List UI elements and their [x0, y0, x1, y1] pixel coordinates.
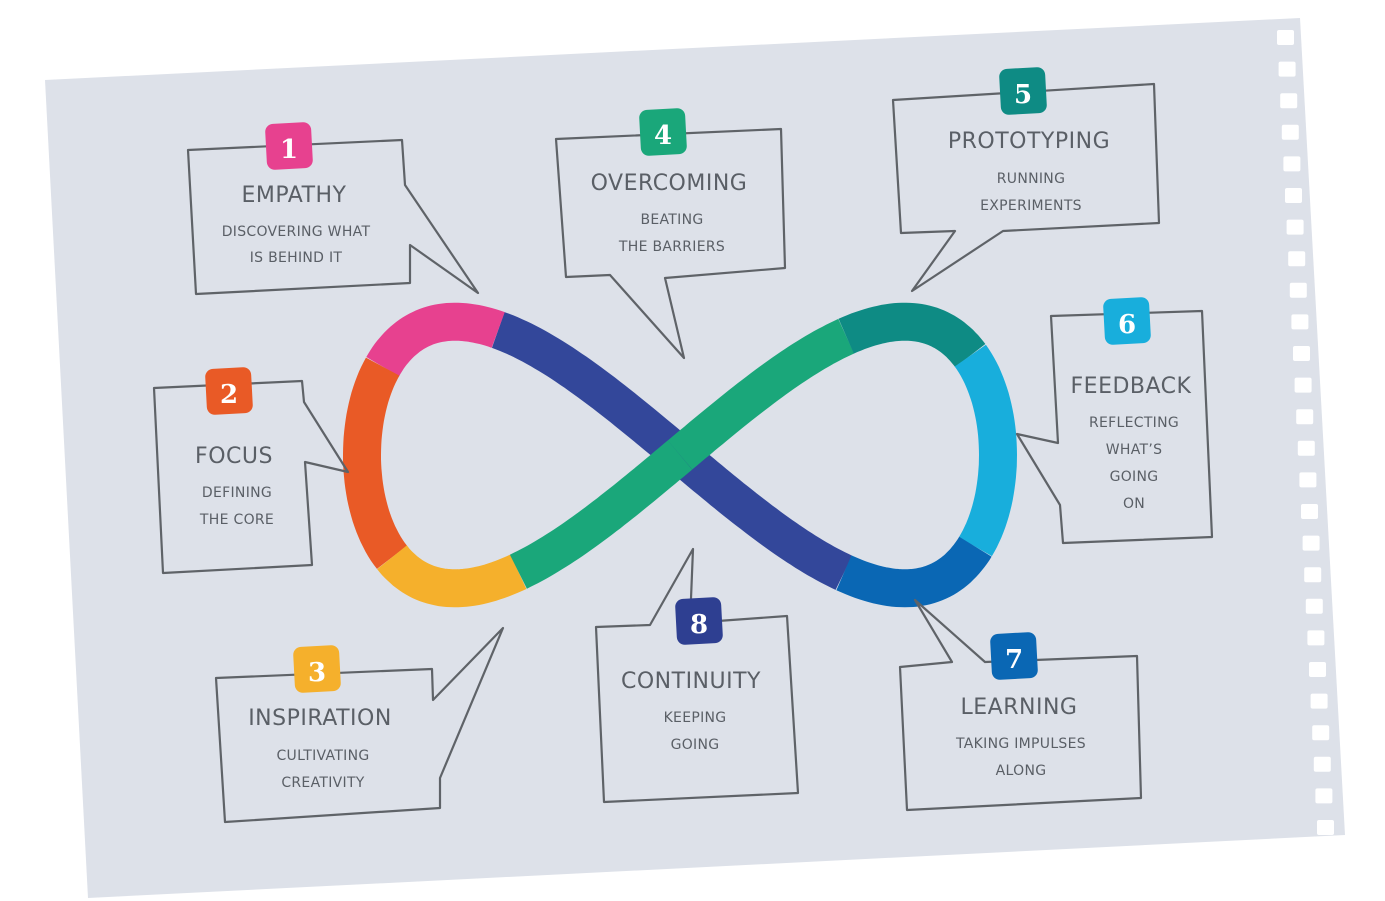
step-line: KEEPING	[664, 710, 727, 726]
perforation-hole	[1305, 598, 1323, 614]
perforation-hole	[1304, 567, 1322, 583]
badge-number: 3	[308, 658, 326, 688]
bubble-empathy	[186, 138, 480, 296]
step-title: EMPATHY	[241, 183, 346, 208]
perforation-hole	[1317, 820, 1334, 835]
step-line: DISCOVERING WHAT	[222, 224, 371, 240]
perforation-hole	[1296, 409, 1314, 425]
step-line: THE BARRIERS	[618, 239, 725, 255]
step-line: WHAT’S	[1106, 442, 1163, 458]
perforation-hole	[1288, 251, 1306, 267]
step-title: FOCUS	[195, 444, 273, 469]
step-prototyping: 5 PROTOTYPING RUNNING EXPERIMENTS	[948, 67, 1110, 214]
perforation-hole	[1281, 124, 1299, 140]
loop-seg-empathy	[366, 302, 505, 377]
bubble-feedback	[1015, 309, 1214, 545]
bubble-inspiration	[214, 626, 505, 824]
perforation-hole	[1312, 725, 1330, 741]
perforation-hole	[1277, 30, 1294, 45]
step-title: LEARNING	[961, 695, 1078, 720]
step-continuity: 8 CONTINUITY KEEPING GOING	[621, 597, 761, 753]
step-title: FEEDBACK	[1071, 374, 1192, 399]
step-line: REFLECTING	[1089, 415, 1179, 431]
notebook-perforations	[1277, 30, 1334, 835]
badge-number: 6	[1118, 310, 1136, 340]
badge-number: 2	[220, 380, 238, 410]
badge-2	[205, 367, 253, 415]
loop-seg-continuity	[667, 440, 853, 590]
perforation-hole	[1289, 282, 1307, 298]
perforation-hole	[1294, 377, 1312, 393]
step-title: CONTINUITY	[621, 669, 761, 694]
perforation-hole	[1291, 314, 1309, 330]
perforation-hole	[1286, 219, 1304, 235]
badge-number: 1	[280, 135, 298, 165]
bubble-learning	[898, 598, 1143, 812]
loop-seg-feedback	[954, 344, 1018, 557]
perforation-hole	[1297, 440, 1315, 456]
bubble-overcoming	[554, 127, 787, 360]
loop-seg-overcoming	[667, 318, 855, 470]
step-line: CULTIVATING	[276, 748, 369, 764]
badge-number: 4	[654, 121, 672, 151]
step-line: DEFINING	[202, 485, 272, 501]
perforation-hole	[1301, 504, 1318, 519]
perforation-hole	[1280, 93, 1298, 109]
step-line: RUNNING	[997, 171, 1065, 187]
step-focus: 2 FOCUS DEFINING THE CORE	[195, 367, 274, 528]
step-line: CREATIVITY	[281, 775, 364, 791]
loop-seg-inspiration	[377, 545, 527, 608]
perforation-hole	[1285, 188, 1302, 203]
step-line: GOING	[671, 737, 720, 753]
perforation-hole	[1315, 788, 1333, 804]
badge-number: 8	[690, 610, 708, 640]
step-line: TAKING IMPULSES	[955, 736, 1086, 752]
badge-number: 7	[1005, 645, 1023, 675]
perforation-hole	[1313, 756, 1331, 772]
step-line: EXPERIMENTS	[980, 198, 1082, 214]
badge-1	[265, 122, 313, 170]
badge-5	[999, 67, 1047, 115]
step-line: ALONG	[996, 763, 1047, 779]
step-line: IS BEHIND IT	[250, 250, 343, 266]
loop-seg-learning	[836, 536, 992, 608]
badge-8	[675, 597, 723, 645]
step-title: PROTOTYPING	[948, 129, 1110, 154]
loop-seg-focus	[343, 357, 408, 569]
badge-4	[639, 108, 687, 156]
step-title: OVERCOMING	[591, 171, 748, 196]
loop-seg-overcoming-end	[509, 440, 693, 589]
loop-seg-prototyping	[838, 302, 986, 368]
step-line: THE CORE	[199, 512, 274, 528]
badge-7	[990, 632, 1038, 680]
step-feedback: 6 FEEDBACK REFLECTING WHAT’S GOING ON	[1071, 297, 1192, 512]
perforation-hole	[1299, 472, 1317, 488]
perforation-hole	[1307, 630, 1325, 646]
perforation-hole	[1302, 535, 1320, 551]
perforation-hole	[1310, 693, 1328, 709]
bubble-focus	[152, 379, 350, 575]
badge-number: 5	[1014, 80, 1032, 110]
step-line: GOING	[1110, 469, 1159, 485]
step-overcoming: 4 OVERCOMING BEATING THE BARRIERS	[591, 108, 748, 255]
perforation-hole	[1283, 156, 1301, 172]
perforation-hole	[1293, 346, 1310, 361]
bubble-prototyping	[891, 82, 1161, 293]
step-empathy: 1 EMPATHY DISCOVERING WHAT IS BEHIND IT	[222, 122, 371, 266]
infinity-loop	[343, 302, 1018, 608]
step-line: ON	[1123, 496, 1145, 512]
perforation-hole	[1309, 662, 1326, 677]
badge-3	[293, 645, 341, 693]
perforation-hole	[1278, 61, 1296, 77]
bubble-continuity	[594, 547, 800, 804]
step-inspiration: 3 INSPIRATION CULTIVATING CREATIVITY	[248, 645, 392, 791]
bubble-outlines	[152, 82, 1214, 824]
step-learning: 7 LEARNING TAKING IMPULSES ALONG	[955, 632, 1086, 779]
step-title: INSPIRATION	[248, 706, 392, 731]
loop-seg-crossing-back	[491, 312, 693, 470]
step-line: BEATING	[640, 212, 703, 228]
badge-6	[1103, 297, 1151, 345]
